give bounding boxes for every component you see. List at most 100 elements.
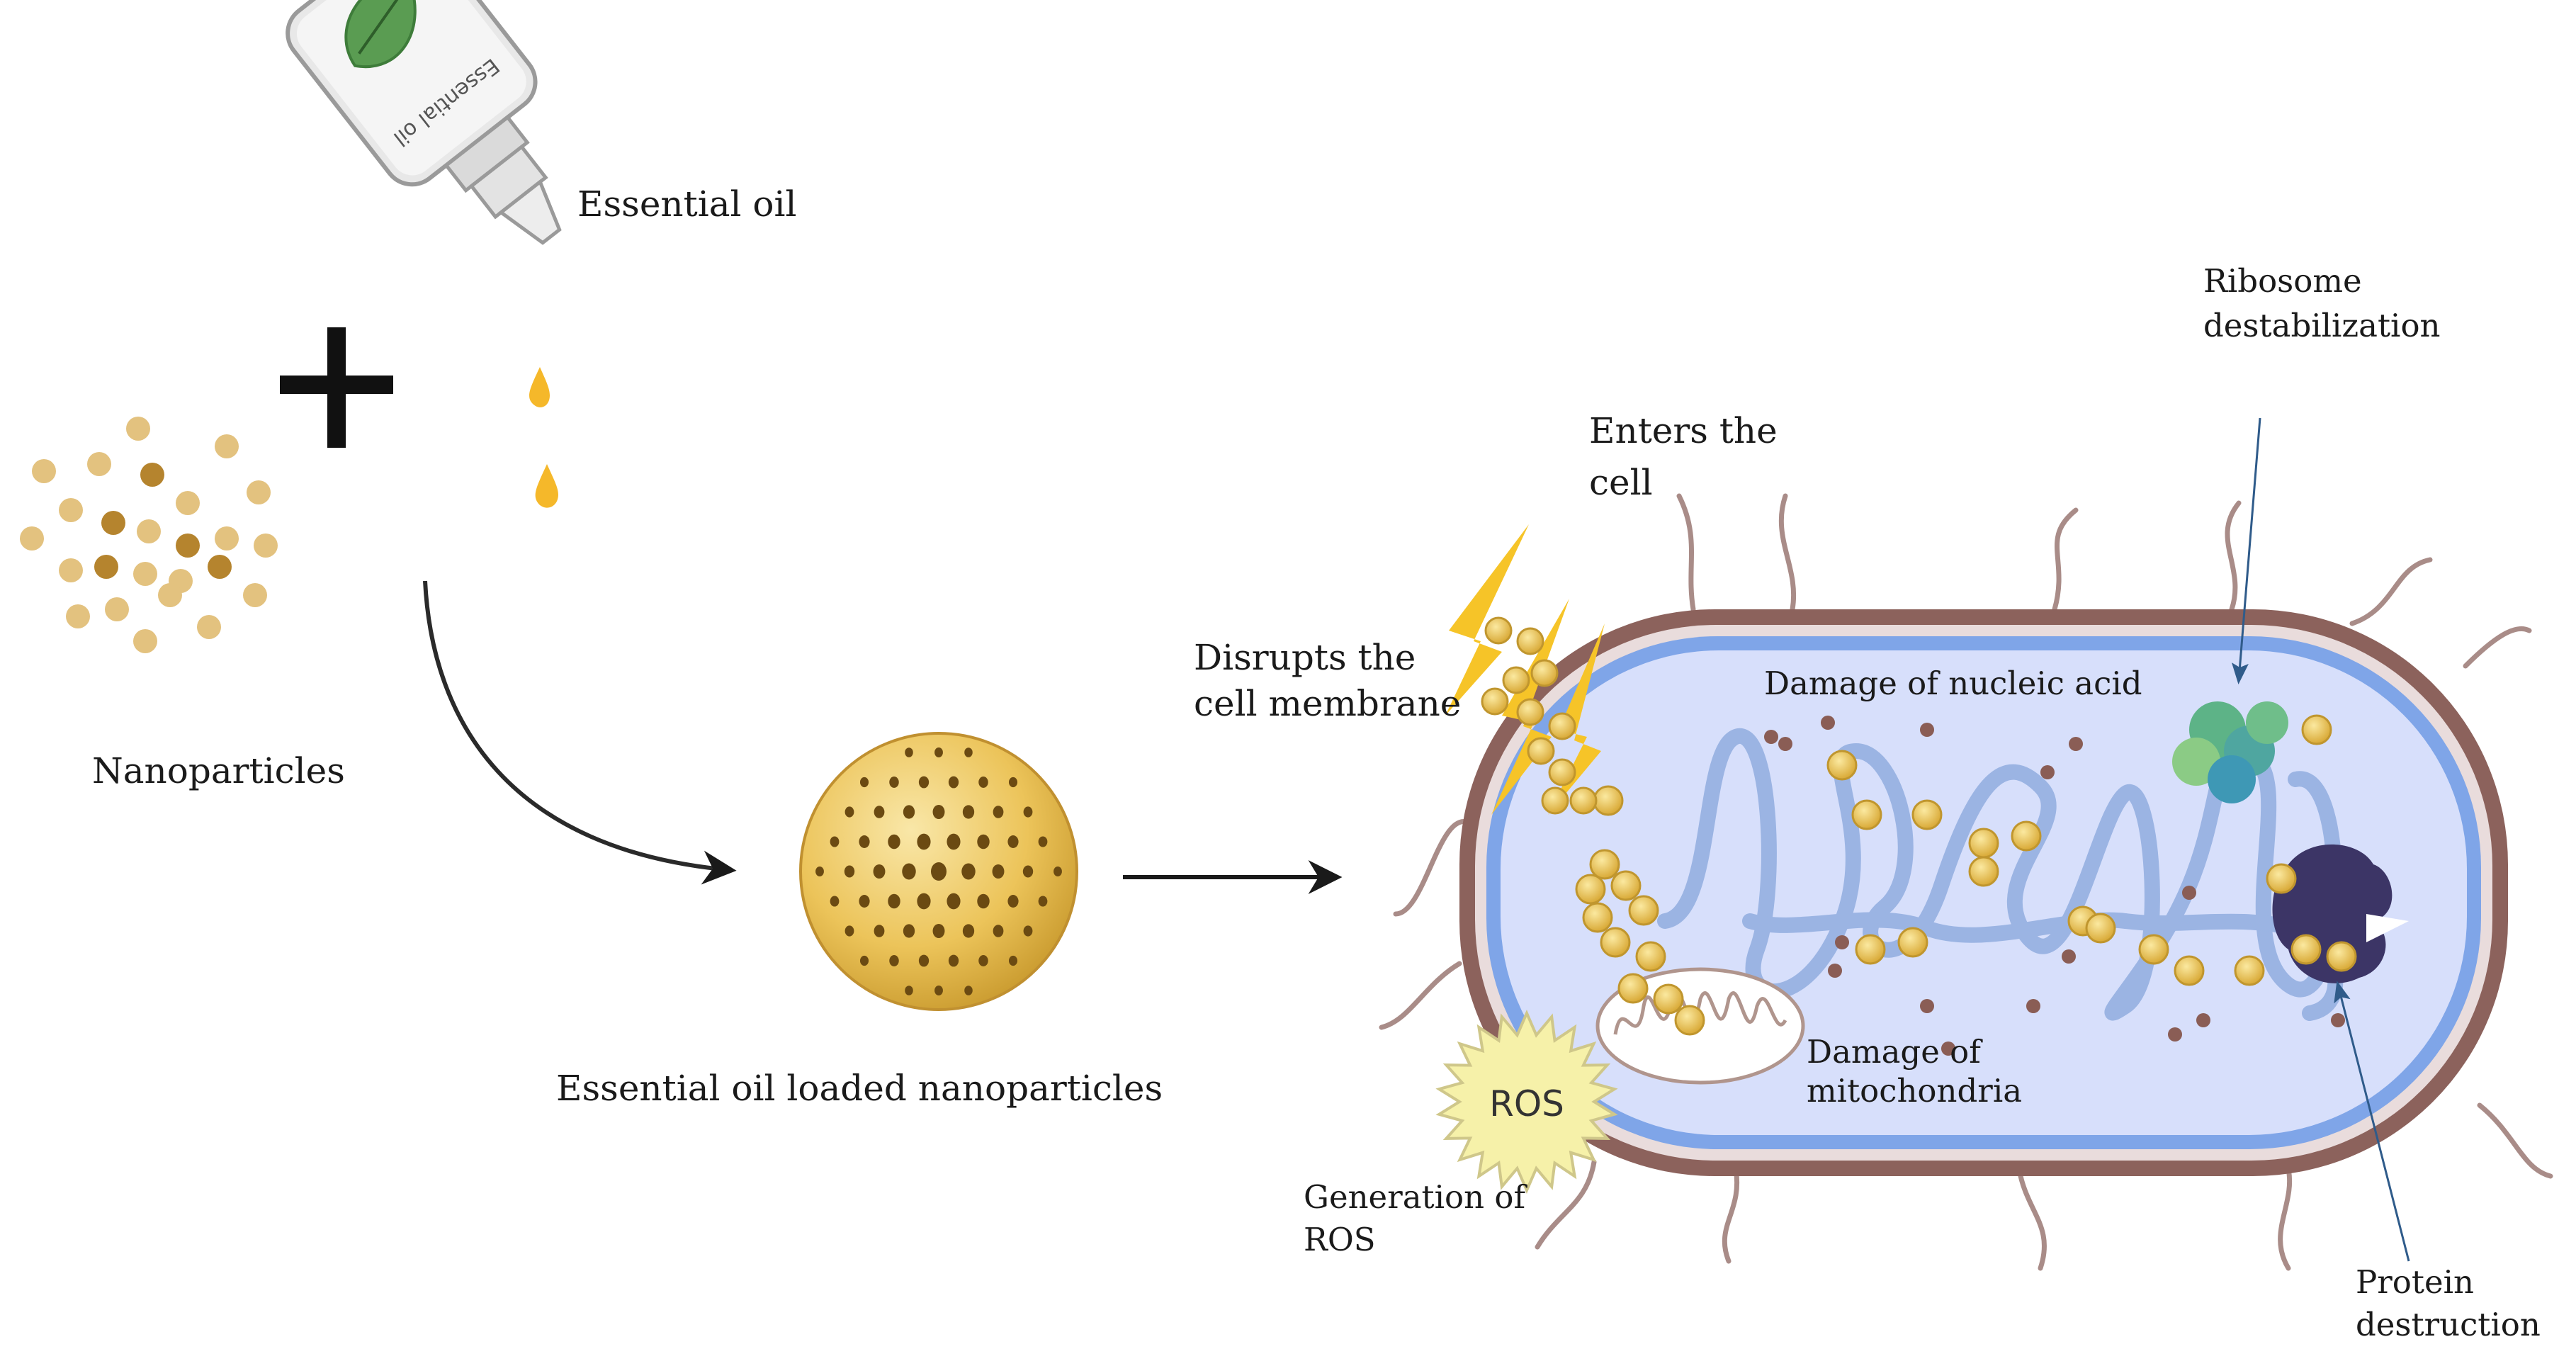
sphere-pore — [992, 864, 1005, 879]
particle — [1600, 927, 1631, 958]
sphere-pore — [859, 955, 869, 966]
sphere-pore — [889, 777, 899, 788]
sphere-pore — [902, 863, 916, 880]
label-mitochondria-2: mitochondria — [1807, 1072, 2022, 1110]
cytoplasm-granule — [2168, 1027, 2182, 1042]
sphere-pore — [1008, 777, 1018, 788]
ribosome-icon — [2172, 701, 2288, 803]
cytoplasm-granule — [1821, 716, 1835, 730]
cytoplasm-granule — [1941, 1042, 1955, 1056]
cytoplasm-granule — [1835, 935, 1849, 949]
sphere-pore — [874, 806, 885, 818]
particle — [254, 534, 278, 558]
bacterium-cell-icon — [1379, 493, 2553, 1271]
particle — [1855, 934, 1886, 965]
sphere-pore — [1007, 895, 1019, 908]
particle — [1653, 983, 1684, 1015]
loaded-nanoparticle-icon — [799, 732, 1078, 1011]
sphere-pore — [859, 835, 870, 848]
particle — [215, 526, 239, 551]
particle — [1968, 828, 1999, 859]
particle — [133, 629, 157, 653]
cytoplasm-granule — [2062, 949, 2076, 964]
particle — [1484, 616, 1513, 645]
sphere-pore — [947, 833, 961, 850]
particle — [1548, 758, 1576, 786]
particle — [1617, 973, 1649, 1004]
particle — [1516, 698, 1544, 726]
particle — [105, 597, 129, 621]
sphere-pore — [917, 833, 931, 850]
particle — [2326, 941, 2357, 972]
sphere-pore — [947, 893, 961, 910]
sphere-pore — [873, 864, 886, 879]
cytoplasm-granule — [2026, 999, 2040, 1013]
sphere-pore — [934, 747, 943, 757]
sphere-pore — [978, 955, 988, 966]
sphere-pore — [917, 893, 931, 910]
label-disrupts-1: Disrupts the — [1194, 637, 1416, 678]
particle — [1628, 895, 1659, 926]
particle — [1516, 627, 1544, 655]
label-nanoparticles: Nanoparticles — [92, 750, 345, 791]
particle — [208, 555, 232, 579]
particle — [2234, 955, 2265, 986]
particle — [176, 534, 200, 558]
sphere-pore — [888, 834, 900, 850]
particle — [32, 459, 56, 483]
sphere-pore — [931, 862, 947, 881]
label-ribosome-2: destabilization — [2203, 307, 2441, 344]
particle — [1502, 666, 1530, 694]
label-protein-2: destruction — [2356, 1306, 2541, 1343]
particle — [20, 526, 44, 551]
label-enters-cell-1: Enters the — [1589, 410, 1778, 451]
cytoplasm-granule — [2196, 1013, 2210, 1027]
sphere-pore — [1023, 925, 1033, 937]
cytoplasm-granule — [1778, 737, 1792, 751]
particle — [1635, 941, 1666, 972]
particle — [140, 463, 164, 487]
sphere-pore — [889, 955, 899, 966]
sphere-pore — [844, 865, 855, 878]
ros-burst-icon: ROS — [1435, 1009, 1618, 1195]
label-ribosome-1: Ribosome — [2203, 262, 2362, 300]
sphere-pore — [888, 893, 900, 909]
sphere-pore — [903, 805, 915, 819]
particle — [126, 417, 150, 441]
particle — [1575, 874, 1606, 905]
sphere-pore — [905, 747, 913, 757]
sphere-pore — [962, 805, 975, 819]
nanoparticle-cluster-icon — [20, 417, 278, 653]
ribosome-pointer — [2231, 417, 2261, 684]
particle — [87, 452, 111, 476]
sphere-pore — [978, 777, 988, 788]
oil-drop-icon — [529, 367, 550, 407]
cytoplasm-granule — [2040, 765, 2055, 779]
particle — [1582, 902, 1613, 933]
sphere-pore — [1053, 867, 1062, 876]
cytoplasm-granule — [2331, 1013, 2345, 1027]
label-disrupts-2: cell membrane — [1194, 683, 1461, 724]
sphere-pore — [1023, 806, 1033, 818]
particle — [247, 480, 271, 504]
essential-oil-bottle-icon: Essential oil — [286, 0, 562, 245]
sphere-pore — [918, 954, 930, 967]
label-ros-generation-2: ROS — [1304, 1221, 1376, 1258]
sphere-pore — [934, 986, 943, 995]
sphere-pore — [977, 834, 990, 850]
sphere-pore — [964, 747, 973, 757]
particle — [1527, 737, 1555, 765]
sphere-pore — [932, 924, 945, 938]
particle — [2174, 955, 2205, 986]
particle — [1481, 687, 1509, 716]
sphere-pore — [1008, 955, 1018, 966]
sphere-pore — [932, 805, 945, 819]
particle — [2085, 913, 2116, 944]
sphere-pore — [844, 925, 854, 937]
ros-badge-text: ROS — [1489, 1083, 1564, 1124]
sphere-pore — [1022, 865, 1034, 878]
particle — [1541, 786, 1569, 815]
oil-drop-icon — [535, 464, 558, 508]
particle — [2011, 820, 2042, 852]
cytoplasm-granule — [1828, 964, 1842, 978]
